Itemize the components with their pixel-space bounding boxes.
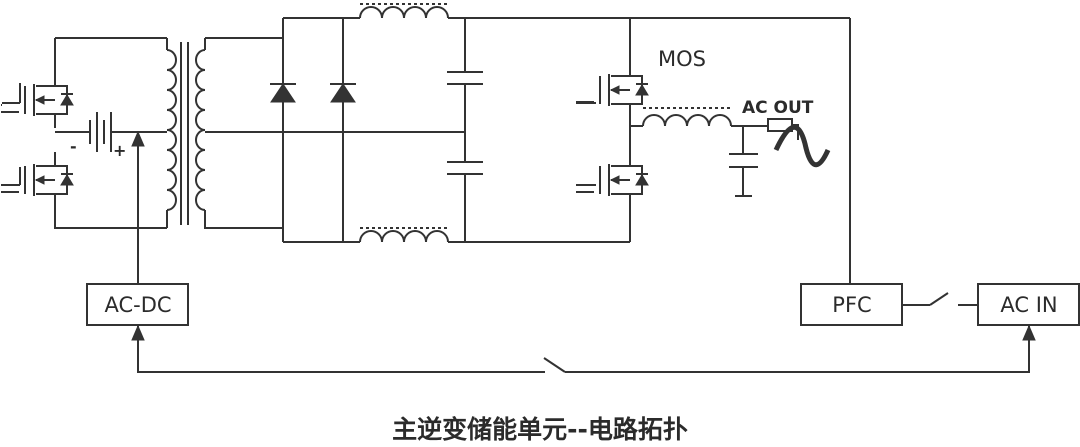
battery-side-bridge: - + [0, 37, 167, 229]
diagram-caption: 主逆变储能单元--电路拓扑 [392, 415, 688, 444]
bypass-loop [131, 324, 1036, 373]
ac-in-label: AC IN [1000, 293, 1057, 317]
feedback-arrow-head [131, 130, 145, 147]
mosfet-upper-right [575, 61, 649, 119]
pfc-block: PFC [800, 283, 903, 326]
transformer [131, 37, 283, 229]
inverter-leg: MOS [575, 18, 706, 242]
pfc-label: PFC [832, 293, 871, 317]
dc-inductor-bottom [359, 227, 449, 243]
ac-out-label: AC OUT [742, 98, 814, 118]
battery-symbol [89, 112, 112, 152]
ac-output-filter: AC OUT [630, 98, 831, 197]
mos-label: MOS [658, 47, 706, 71]
dc-inductor-top [359, 3, 449, 19]
ac-dc-block: AC-DC [86, 283, 189, 326]
ac-in-output-arrow [1022, 324, 1036, 341]
ac-sine-icon [773, 124, 831, 168]
ac-dc-label: AC-DC [104, 293, 171, 317]
battery-minus-label: - [70, 137, 77, 156]
rectifier-diodes [270, 17, 850, 243]
dc-link-capacitors [283, 18, 483, 242]
ac-in-block: AC IN [977, 283, 1080, 326]
pfc-ac-in-switch [902, 292, 978, 306]
battery-plus-label: + [113, 141, 126, 160]
mosfet-upper-left [0, 71, 74, 129]
ac-dc-input-arrow [131, 324, 145, 341]
mosfet-lower-left [0, 151, 74, 209]
mosfet-lower-right [575, 151, 649, 209]
